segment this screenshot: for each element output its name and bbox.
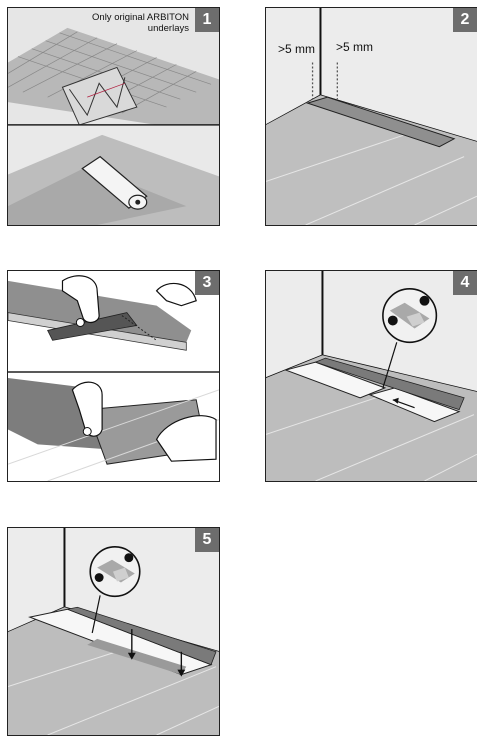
step-number-badge: 2 <box>453 8 477 32</box>
gap-label-right: >5 mm <box>336 40 373 54</box>
step-1-panel: Only original ARBITON underlays 1 <box>7 7 220 226</box>
step-3-panel: 3 <box>7 270 220 482</box>
detail-magnifier-icon <box>90 547 140 597</box>
detail-magnifier-icon <box>383 289 436 342</box>
first-row-illustration <box>266 271 477 481</box>
second-row-illustration <box>8 528 219 735</box>
step-4-panel: 4 <box>265 270 477 482</box>
step-number-badge: 4 <box>453 271 477 295</box>
step-2-panel: >5 mm >5 mm 2 <box>265 7 477 226</box>
gap-label-left: >5 mm <box>278 42 315 56</box>
cutting-panel-illustration <box>8 271 219 481</box>
step-5-panel: 5 <box>7 527 220 736</box>
underlay-note: Only original ARBITON underlays <box>79 12 189 34</box>
step-number-badge: 1 <box>195 8 219 32</box>
step-number-badge: 5 <box>195 528 219 552</box>
step-number-badge: 3 <box>195 271 219 295</box>
underlay-illustration <box>8 8 219 225</box>
